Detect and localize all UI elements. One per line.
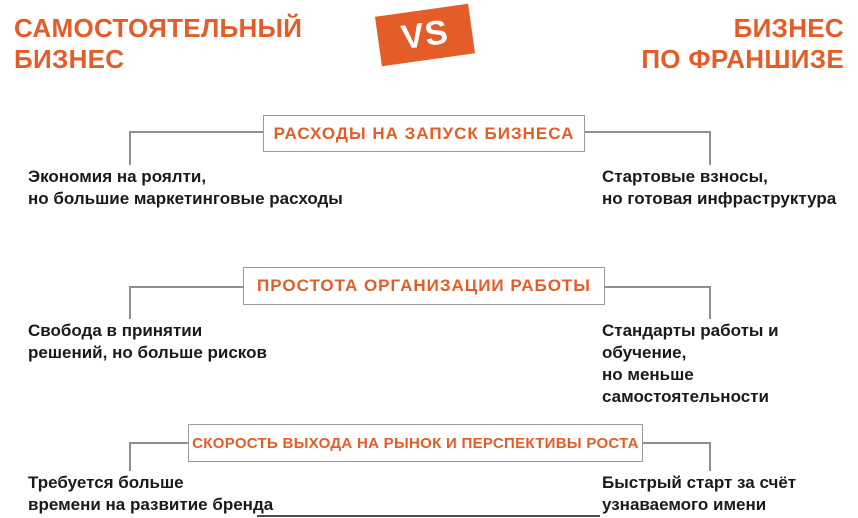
section3-connector-right-horizontal xyxy=(641,442,711,444)
section2-franchise-point: Стандарты работы и обучение, но меньше с… xyxy=(602,321,779,406)
bottom-cutoff-line xyxy=(257,515,600,517)
independent-business-title: САМОСТОЯТЕЛЬНЫЙ БИЗНЕС xyxy=(14,13,303,74)
vs-badge-label: VS xyxy=(398,12,452,57)
section2-connector-right-horizontal xyxy=(603,286,711,288)
section3-connector-right-vertical xyxy=(709,442,711,471)
section1-topic-title: РАСХОДЫ НА ЗАПУСК БИЗНЕСА xyxy=(273,123,575,143)
section2-connector-left-horizontal xyxy=(129,286,245,288)
section2-connector-left-vertical xyxy=(129,286,131,319)
section2-independent-point: Свобода в принятии решений, но больше ри… xyxy=(28,321,267,362)
section3-franchise-point: Быстрый старт за счёт узнаваемого имени xyxy=(602,473,797,514)
section1-independent-point: Экономия на роялти, но большие маркетинг… xyxy=(28,167,343,208)
vs-badge: VS xyxy=(374,3,476,67)
section2-topic-box: ПРОСТОТА ОРГАНИЗАЦИИ РАБОТЫ xyxy=(243,267,605,305)
section2-connector-right-vertical xyxy=(709,286,711,319)
section1-connector-right-horizontal xyxy=(583,131,711,133)
section3-independent-point: Требуется больше времени на развитие бре… xyxy=(28,473,274,514)
section1-franchise-point: Стартовые взносы, но готовая инфраструкт… xyxy=(602,167,837,208)
section3-connector-left-vertical xyxy=(129,442,131,471)
section1-connector-left-vertical xyxy=(129,131,131,165)
franchise-business-title: БИЗНЕС ПО ФРАНШИЗЕ xyxy=(641,13,844,74)
section3-connector-left-horizontal xyxy=(129,442,190,444)
section2-topic-title: ПРОСТОТА ОРГАНИЗАЦИИ РАБОТЫ xyxy=(257,276,591,295)
section1-connector-left-horizontal xyxy=(129,131,265,133)
section3-topic-box: СКОРОСТЬ ВЫХОДА НА РЫНОК И ПЕРСПЕКТИВЫ Р… xyxy=(188,424,643,462)
section1-connector-right-vertical xyxy=(709,131,711,165)
section1-topic-box: РАСХОДЫ НА ЗАПУСК БИЗНЕСА xyxy=(263,115,585,152)
section3-topic-title: СКОРОСТЬ ВЫХОДА НА РЫНОК И ПЕРСПЕКТИВЫ Р… xyxy=(192,434,639,452)
